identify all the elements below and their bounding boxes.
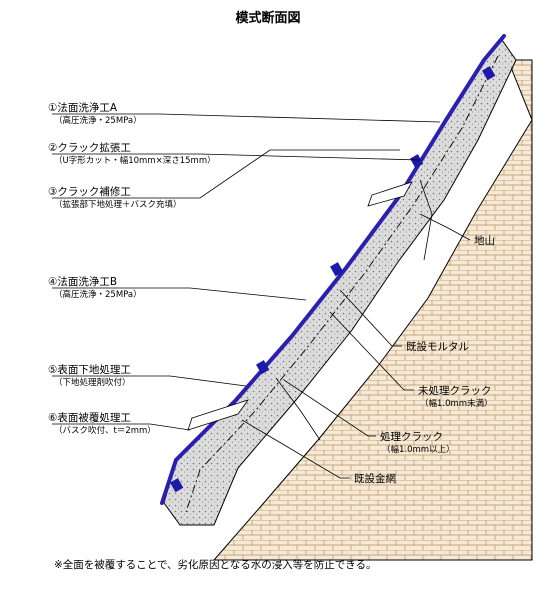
surface-coating-layer (160, 34, 506, 505)
crack-marker-4 (256, 360, 270, 375)
diagram-title: 模式断面図 (235, 10, 300, 26)
label-untreated-crack-sub: （幅1.0mm未満） (420, 398, 493, 409)
label-5-main: ⑤表面下地処理工 (48, 363, 131, 376)
crack-line-upper (419, 179, 433, 261)
label-6-sub: （バスク吹付、t＝2mm） (54, 425, 156, 436)
label-2-main: ②クラック拡張工 (48, 141, 131, 154)
leader-lines (52, 113, 471, 479)
label-3-sub: （拡張部下地処理＋バスク充填） (54, 199, 182, 210)
crack-marker-5 (170, 478, 184, 493)
crack-line-lower (275, 377, 321, 441)
existing-mesh-line (185, 55, 499, 513)
label-existing-mesh: 既設金網 (354, 472, 396, 485)
label-5-sub: （下地処理剤吹付） (54, 377, 131, 388)
label-ground: 地山 (474, 234, 495, 247)
label-1-main: ①法面洗浄工A (48, 101, 118, 114)
crack-marker-2 (410, 154, 424, 169)
label-4-sub: （高圧洗浄・25MPa） (54, 289, 142, 300)
label-4-main: ④法面洗浄工B (48, 275, 117, 288)
label-existing-mortar: 既設モルタル (406, 340, 469, 353)
label-treated-crack: 処理クラック (380, 430, 443, 443)
footnote: ※全面を被覆することで、劣化原因となる水の浸入等を防止できる。 (54, 558, 377, 571)
treated-crack-gap-lower (187, 399, 250, 431)
label-2-sub: （U字形カット・幅10mm×深さ15mm） (54, 155, 216, 166)
crack-marker-1 (482, 66, 496, 81)
label-1-sub: （高圧洗浄・25MPa） (54, 115, 142, 126)
label-6-main: ⑥表面被覆処理工 (48, 411, 131, 424)
treated-crack-gap-upper (367, 181, 413, 207)
label-treated-crack-sub: （幅1.0mm以上） (382, 444, 455, 455)
ground-layer (212, 59, 533, 561)
label-3-main: ③クラック補修工 (48, 185, 131, 198)
label-untreated-crack: 未処理クラック (418, 384, 492, 397)
crack-marker-3 (330, 262, 344, 277)
